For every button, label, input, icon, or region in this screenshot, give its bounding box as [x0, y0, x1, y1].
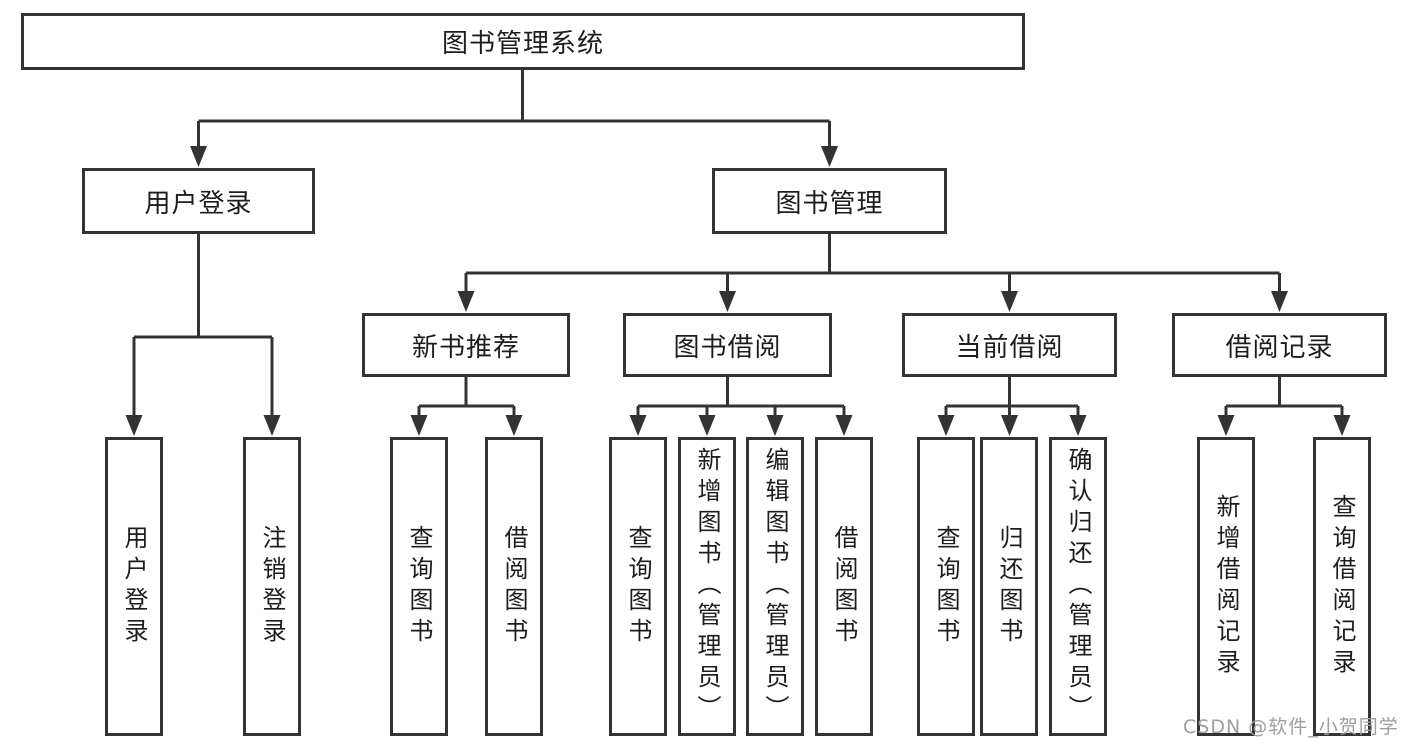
leaf-edit-book-admin: 编辑图书（管理员） [746, 437, 804, 736]
leaf-query-borrow-record: 查询借阅记录 [1313, 437, 1371, 736]
leaf-borrow-book: 借阅图书 [815, 437, 873, 736]
node-book-management: 图书管理 [712, 168, 947, 234]
node-book-management-label: 图书管理 [775, 188, 884, 219]
leaf-add-borrow-record: 新增借阅记录 [1197, 437, 1255, 736]
node-user-login-label: 用户登录 [144, 188, 253, 219]
group-new-book-recommend: 新书推荐 [362, 313, 570, 377]
leaf-query-books-recommend: 查询图书 [390, 437, 448, 736]
group-current-borrow-label: 当前借阅 [955, 332, 1064, 363]
leaf-logout: 注销登录 [243, 437, 301, 736]
watermark: CSDN @软件_小贺同学 [1183, 716, 1399, 738]
leaf-return-book-label: 归还图书 [995, 524, 1023, 649]
leaf-add-book-admin-label: 新增图书（管理员） [693, 447, 721, 726]
leaf-user-login: 用户登录 [105, 437, 163, 736]
leaf-confirm-return-admin: 确认归还（管理员） [1049, 437, 1107, 736]
node-user-login: 用户登录 [82, 168, 315, 234]
leaf-return-book: 归还图书 [980, 437, 1038, 736]
leaf-borrow-book-label: 借阅图书 [830, 524, 858, 649]
leaf-borrow-book-recommend: 借阅图书 [485, 437, 543, 736]
leaf-add-book-admin: 新增图书（管理员） [678, 437, 736, 736]
leaf-edit-book-admin-label: 编辑图书（管理员） [761, 447, 789, 726]
leaf-query-books-borrow: 查询图书 [609, 437, 667, 736]
root-node: 图书管理系统 [21, 13, 1025, 70]
group-book-borrow: 图书借阅 [623, 313, 832, 377]
leaf-query-books-borrow-label: 查询图书 [624, 524, 652, 649]
group-current-borrow: 当前借阅 [902, 313, 1117, 377]
group-borrow-records-label: 借阅记录 [1225, 332, 1334, 363]
group-borrow-records: 借阅记录 [1172, 313, 1387, 377]
leaf-logout-label: 注销登录 [258, 524, 286, 649]
group-new-book-recommend-label: 新书推荐 [411, 332, 520, 363]
leaf-query-books-current-label: 查询图书 [932, 524, 960, 649]
leaf-user-login-label: 用户登录 [120, 524, 148, 649]
leaf-confirm-return-admin-label: 确认归还（管理员） [1064, 447, 1092, 726]
leaf-query-books-current: 查询图书 [917, 437, 975, 736]
leaf-borrow-book-recommend-label: 借阅图书 [500, 524, 528, 649]
leaf-query-books-recommend-label: 查询图书 [405, 524, 433, 649]
leaf-query-borrow-record-label: 查询借阅记录 [1328, 493, 1356, 680]
root-node-label: 图书管理系统 [441, 29, 604, 59]
group-book-borrow-label: 图书借阅 [673, 332, 782, 363]
leaf-add-borrow-record-label: 新增借阅记录 [1212, 493, 1240, 680]
